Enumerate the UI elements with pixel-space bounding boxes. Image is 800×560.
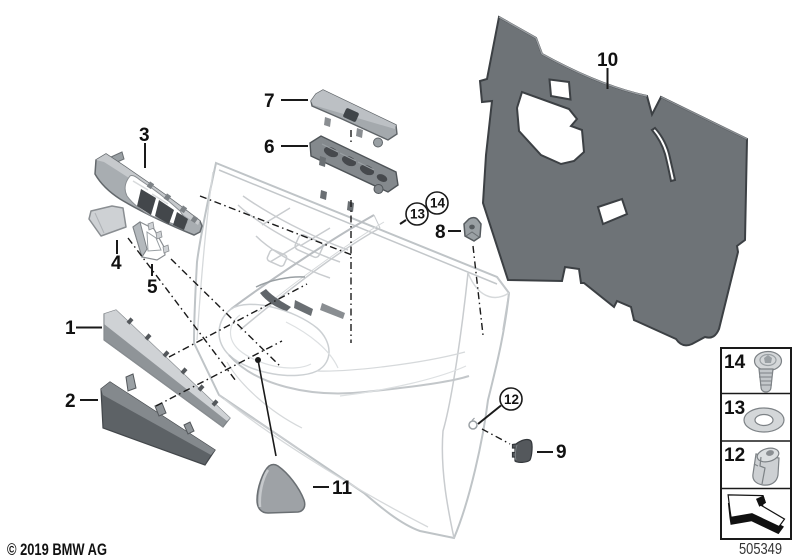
svg-text:505349: 505349 xyxy=(739,541,782,558)
svg-text:5: 5 xyxy=(147,277,158,298)
svg-text:3: 3 xyxy=(139,125,150,146)
svg-text:6: 6 xyxy=(264,137,275,158)
svg-text:14: 14 xyxy=(724,352,746,373)
svg-text:12: 12 xyxy=(724,445,745,466)
svg-text:11: 11 xyxy=(332,478,353,499)
svg-text:12: 12 xyxy=(504,392,519,407)
svg-text:7: 7 xyxy=(264,91,275,112)
svg-text:13: 13 xyxy=(410,207,426,222)
svg-text:© 2019 BMW AG: © 2019 BMW AG xyxy=(7,540,107,559)
svg-text:13: 13 xyxy=(724,398,745,419)
svg-text:2: 2 xyxy=(65,391,76,412)
svg-text:10: 10 xyxy=(597,50,618,71)
svg-text:14: 14 xyxy=(430,196,446,211)
svg-text:1: 1 xyxy=(65,318,76,339)
svg-text:4: 4 xyxy=(111,253,122,274)
svg-text:9: 9 xyxy=(556,442,567,463)
svg-text:8: 8 xyxy=(435,222,446,243)
